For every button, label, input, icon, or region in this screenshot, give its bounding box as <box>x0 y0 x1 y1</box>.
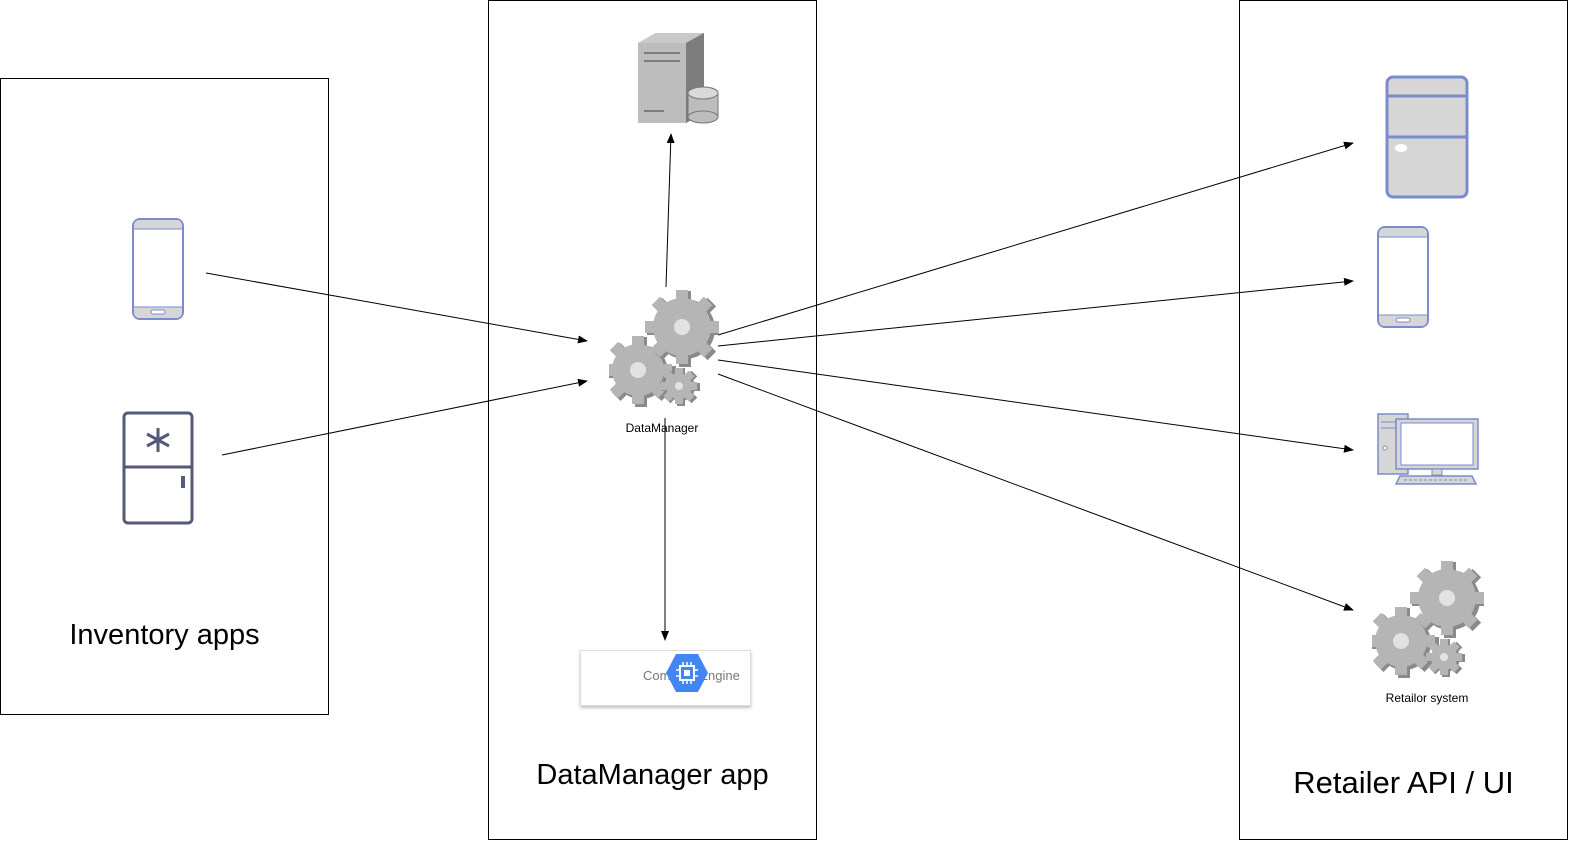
arrow-datamanager-to-database <box>665 133 675 288</box>
retailer-api-title: Retailer API / UI <box>1293 765 1514 800</box>
arrow-phone-to-datamanager <box>205 272 588 344</box>
gears-icon[interactable] <box>1372 558 1484 688</box>
inventory-apps-title: Inventory apps <box>69 619 260 651</box>
retailer-system-label: Retailor system <box>1385 691 1469 705</box>
arrow-datamanager-to-retailer-phone <box>717 277 1354 347</box>
datamanager-node-label: DataManager <box>625 421 699 435</box>
inventory-apps-panel: Inventory apps <box>0 78 329 715</box>
datamanager-app-title: DataManager app <box>536 759 769 791</box>
compute-engine-card[interactable]: Compute Engine <box>580 650 751 706</box>
smartphone-icon[interactable] <box>131 217 185 321</box>
desktop-computer-icon[interactable] <box>1376 412 1482 488</box>
arrow-fridge-to-datamanager <box>221 378 588 456</box>
arrow-datamanager-to-retailer-server <box>717 141 1354 336</box>
smartphone-icon[interactable] <box>1376 225 1430 329</box>
compute-engine-icon <box>666 654 708 692</box>
server-tower-icon[interactable] <box>1384 74 1470 200</box>
arrow-datamanager-to-retailer-desktop <box>717 359 1354 453</box>
database-server-icon[interactable] <box>636 31 722 127</box>
gears-icon[interactable] <box>609 287 719 417</box>
refrigerator-icon[interactable] <box>121 410 195 526</box>
arrow-datamanager-to-retailer-system <box>717 373 1354 611</box>
